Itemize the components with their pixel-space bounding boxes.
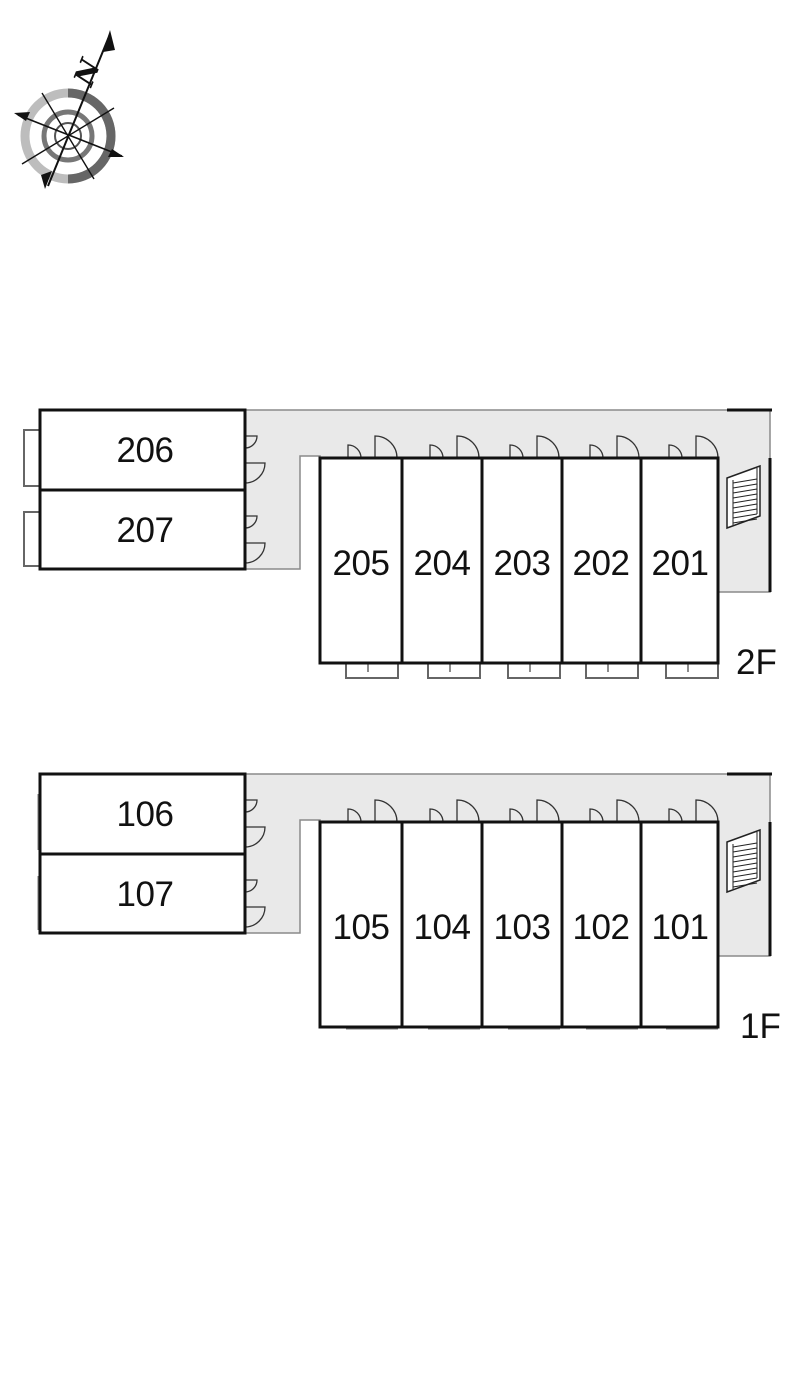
stair-step xyxy=(732,503,758,509)
door-swing xyxy=(589,808,604,823)
door-swing xyxy=(244,826,266,848)
rooms xyxy=(38,408,720,665)
room-207-label: 207 xyxy=(117,511,174,550)
door-swing xyxy=(616,799,640,823)
door-swing xyxy=(509,808,524,823)
stair-step xyxy=(732,483,758,489)
stairs-icon xyxy=(726,828,761,894)
door-swing xyxy=(244,462,266,484)
stair-step xyxy=(732,872,758,878)
balcony xyxy=(507,662,561,679)
stair-step xyxy=(732,852,758,858)
room-106-outline xyxy=(38,772,247,856)
doors xyxy=(244,799,719,928)
stair-step xyxy=(732,842,758,848)
room-105-outline xyxy=(318,820,404,1029)
door-swing xyxy=(244,906,266,928)
door-swing xyxy=(244,799,258,813)
door-swing xyxy=(244,515,258,529)
balcony xyxy=(23,511,41,567)
north-label: N xyxy=(67,53,108,91)
room-205-outline xyxy=(318,456,404,665)
door-swing xyxy=(695,799,719,823)
stair-step xyxy=(732,493,758,499)
floor-2F-label: 2F xyxy=(736,643,777,682)
door-swing xyxy=(456,435,480,459)
stair-step xyxy=(732,498,758,504)
stairs-icon xyxy=(726,464,761,530)
door-swing xyxy=(589,444,604,459)
door-swing xyxy=(374,435,398,459)
balcony xyxy=(585,662,639,679)
door-swing xyxy=(429,444,444,459)
balconies xyxy=(23,429,719,679)
door-swing xyxy=(429,808,444,823)
room-206-label: 206 xyxy=(117,431,174,470)
room-201-outline xyxy=(639,456,720,665)
door-swing xyxy=(244,542,266,564)
stair-step xyxy=(732,518,758,524)
room-107-outline xyxy=(38,852,247,935)
rooms xyxy=(38,772,720,1029)
door-swing xyxy=(668,444,683,459)
room-205-label: 205 xyxy=(333,544,390,583)
stair-step xyxy=(732,478,758,484)
balcony xyxy=(345,662,399,679)
stair-step xyxy=(732,882,758,888)
stair-step xyxy=(732,488,758,494)
room-101-label: 101 xyxy=(652,908,709,947)
door-swing xyxy=(616,435,640,459)
room-204-label: 204 xyxy=(414,544,471,583)
room-202-label: 202 xyxy=(573,544,630,583)
balcony xyxy=(427,662,481,679)
floor-1F-label: 1F xyxy=(740,1007,781,1046)
compass-rose-icon: N xyxy=(14,30,124,189)
room-103-label: 103 xyxy=(494,908,551,947)
floor-1F: 106 107 105 104 103 102 101 1F xyxy=(37,772,781,1046)
room-207-outline xyxy=(38,488,247,571)
stair-step xyxy=(732,862,758,868)
door-swing xyxy=(374,799,398,823)
door-swing xyxy=(456,799,480,823)
room-201-label: 201 xyxy=(652,544,709,583)
door-swing xyxy=(536,435,560,459)
room-104-outline xyxy=(400,820,484,1029)
doors xyxy=(244,435,719,564)
door-swing xyxy=(347,444,362,459)
stair-step xyxy=(732,877,758,883)
room-102-label: 102 xyxy=(573,908,630,947)
room-104-label: 104 xyxy=(414,908,471,947)
room-101-outline xyxy=(639,820,720,1029)
door-swing xyxy=(509,444,524,459)
room-106-label: 106 xyxy=(117,795,174,834)
room-107-label: 107 xyxy=(117,875,174,914)
stair-step xyxy=(732,513,758,519)
balcony xyxy=(23,429,41,487)
stair-step xyxy=(732,508,758,514)
floor-2F: 206 207 205 204 203 202 201 2F xyxy=(23,408,777,682)
balcony xyxy=(665,662,719,679)
stair-step xyxy=(732,847,758,853)
door-swing xyxy=(347,808,362,823)
room-103-outline xyxy=(480,820,564,1029)
room-203-label: 203 xyxy=(494,544,551,583)
door-swing xyxy=(244,879,258,893)
door-swing xyxy=(244,435,258,449)
door-swing xyxy=(536,799,560,823)
room-203-outline xyxy=(480,456,564,665)
stair-step xyxy=(732,857,758,863)
room-105-label: 105 xyxy=(333,908,390,947)
stair-step xyxy=(732,867,758,873)
door-swing xyxy=(668,808,683,823)
door-swing xyxy=(695,435,719,459)
room-204-outline xyxy=(400,456,484,665)
